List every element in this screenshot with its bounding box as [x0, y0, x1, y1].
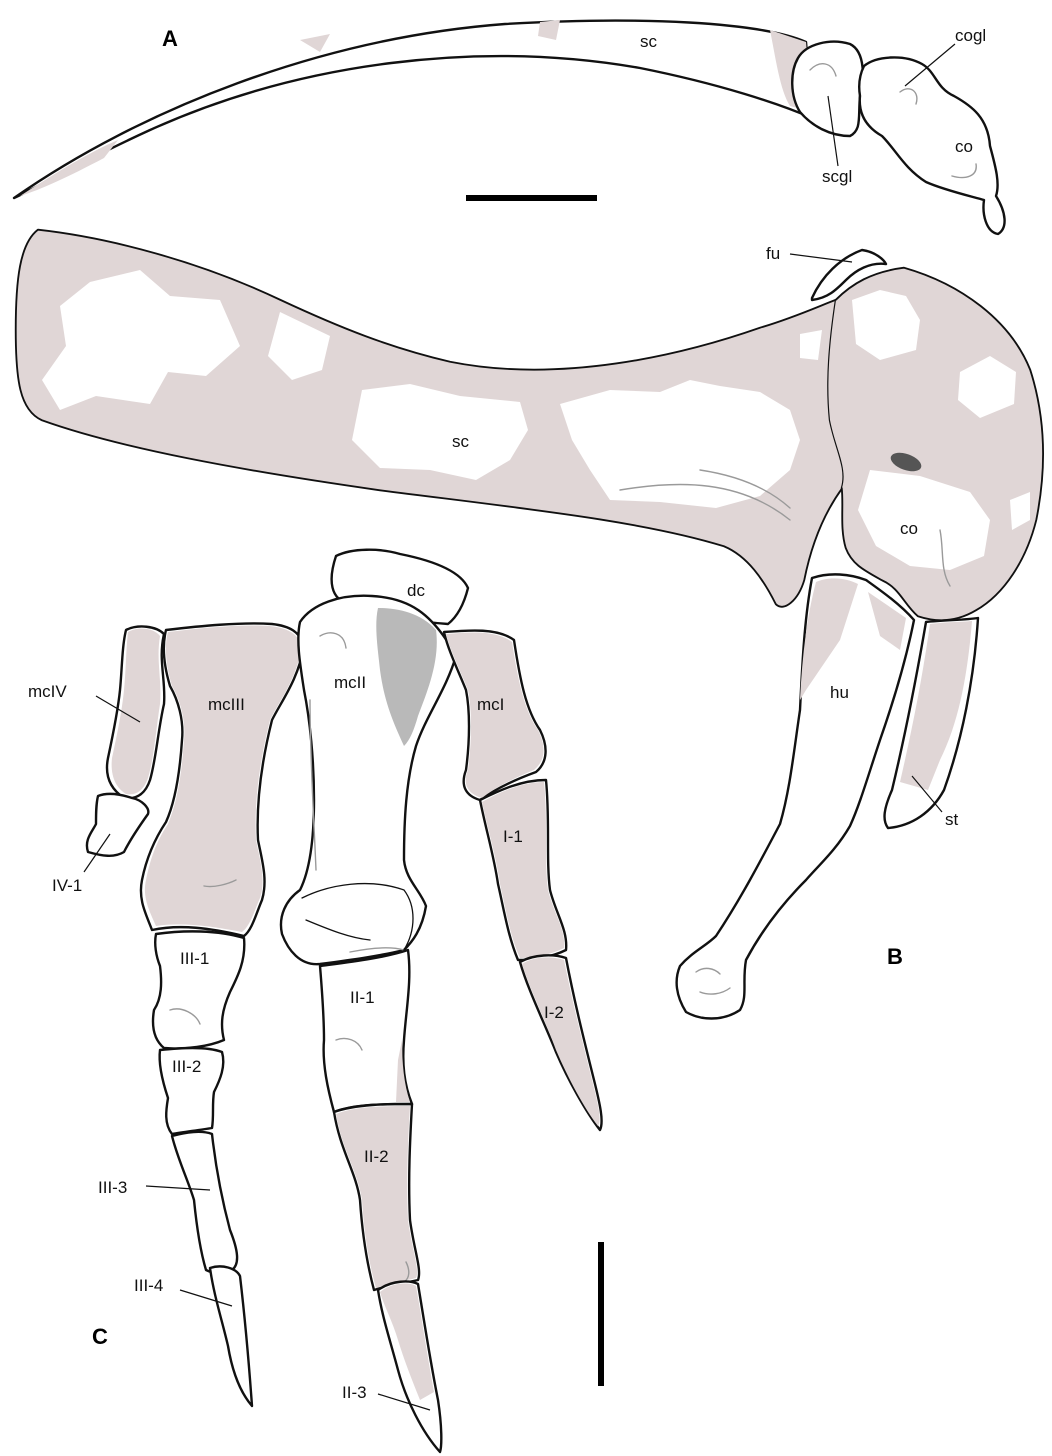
panel-c-label-ii-2: II-2	[364, 1147, 389, 1166]
panel-c-i-1-fill	[482, 782, 564, 958]
panel-c-phalanx-iii-3	[172, 1132, 237, 1273]
panel-c-label-mci: mcI	[477, 695, 504, 714]
panel-b-humerus	[677, 574, 914, 1018]
panel-c-label-mciv: mcIV	[28, 682, 67, 701]
panel-c-phalanx-iii-4	[210, 1266, 252, 1406]
panel-b-label-fu: fu	[766, 244, 780, 263]
panel-b-label-sc: sc	[452, 432, 470, 451]
panel-c-label-iii-2: III-2	[172, 1057, 201, 1076]
panel-a-label-sc: sc	[640, 32, 658, 51]
panel-b-label-st: st	[945, 810, 959, 829]
panel-c-label-dc: dc	[407, 581, 425, 600]
panel-c-label-iii-4: III-4	[134, 1276, 163, 1295]
panel-c-letter: C	[92, 1324, 108, 1349]
panel-c-i-2-fill	[522, 957, 600, 1126]
panel-c-label-iv-1: IV-1	[52, 876, 82, 895]
panel-c-ii-2-fill	[336, 1106, 417, 1288]
panel-c: C	[28, 550, 602, 1452]
panel-b-letter: B	[887, 944, 903, 969]
panel-a-label-cogl: cogl	[955, 26, 986, 45]
panel-a-letter: A	[162, 26, 178, 51]
panel-a: A sc cogl co scgl	[14, 20, 1005, 234]
panel-b-label-co: co	[900, 519, 918, 538]
panel-c-mciii-fill	[145, 625, 302, 932]
panel-a-label-scgl: scgl	[822, 167, 852, 186]
panel-c-label-iii-1: III-1	[180, 949, 209, 968]
panel-c-label-iii-3: III-3	[98, 1178, 127, 1197]
panel-c-label-i-1: I-1	[503, 827, 523, 846]
panel-a-scapula	[14, 21, 812, 198]
panel-b-leader-fu	[790, 254, 852, 262]
panel-c-label-mciii: mcIII	[208, 695, 245, 714]
panel-c-label-ii-3: II-3	[342, 1383, 367, 1402]
panel-c-label-ii-1: II-1	[350, 988, 375, 1007]
panel-c-phalanx-iv-1	[87, 794, 148, 856]
panel-a-coracoid	[859, 57, 1004, 234]
panel-a-scapular-glenoid	[792, 42, 863, 136]
panel-b-label-hu: hu	[830, 683, 849, 702]
panel-a-label-co: co	[955, 137, 973, 156]
panel-c-label-mcii: mcII	[334, 673, 366, 692]
panel-c-label-i-2: I-2	[544, 1003, 564, 1022]
